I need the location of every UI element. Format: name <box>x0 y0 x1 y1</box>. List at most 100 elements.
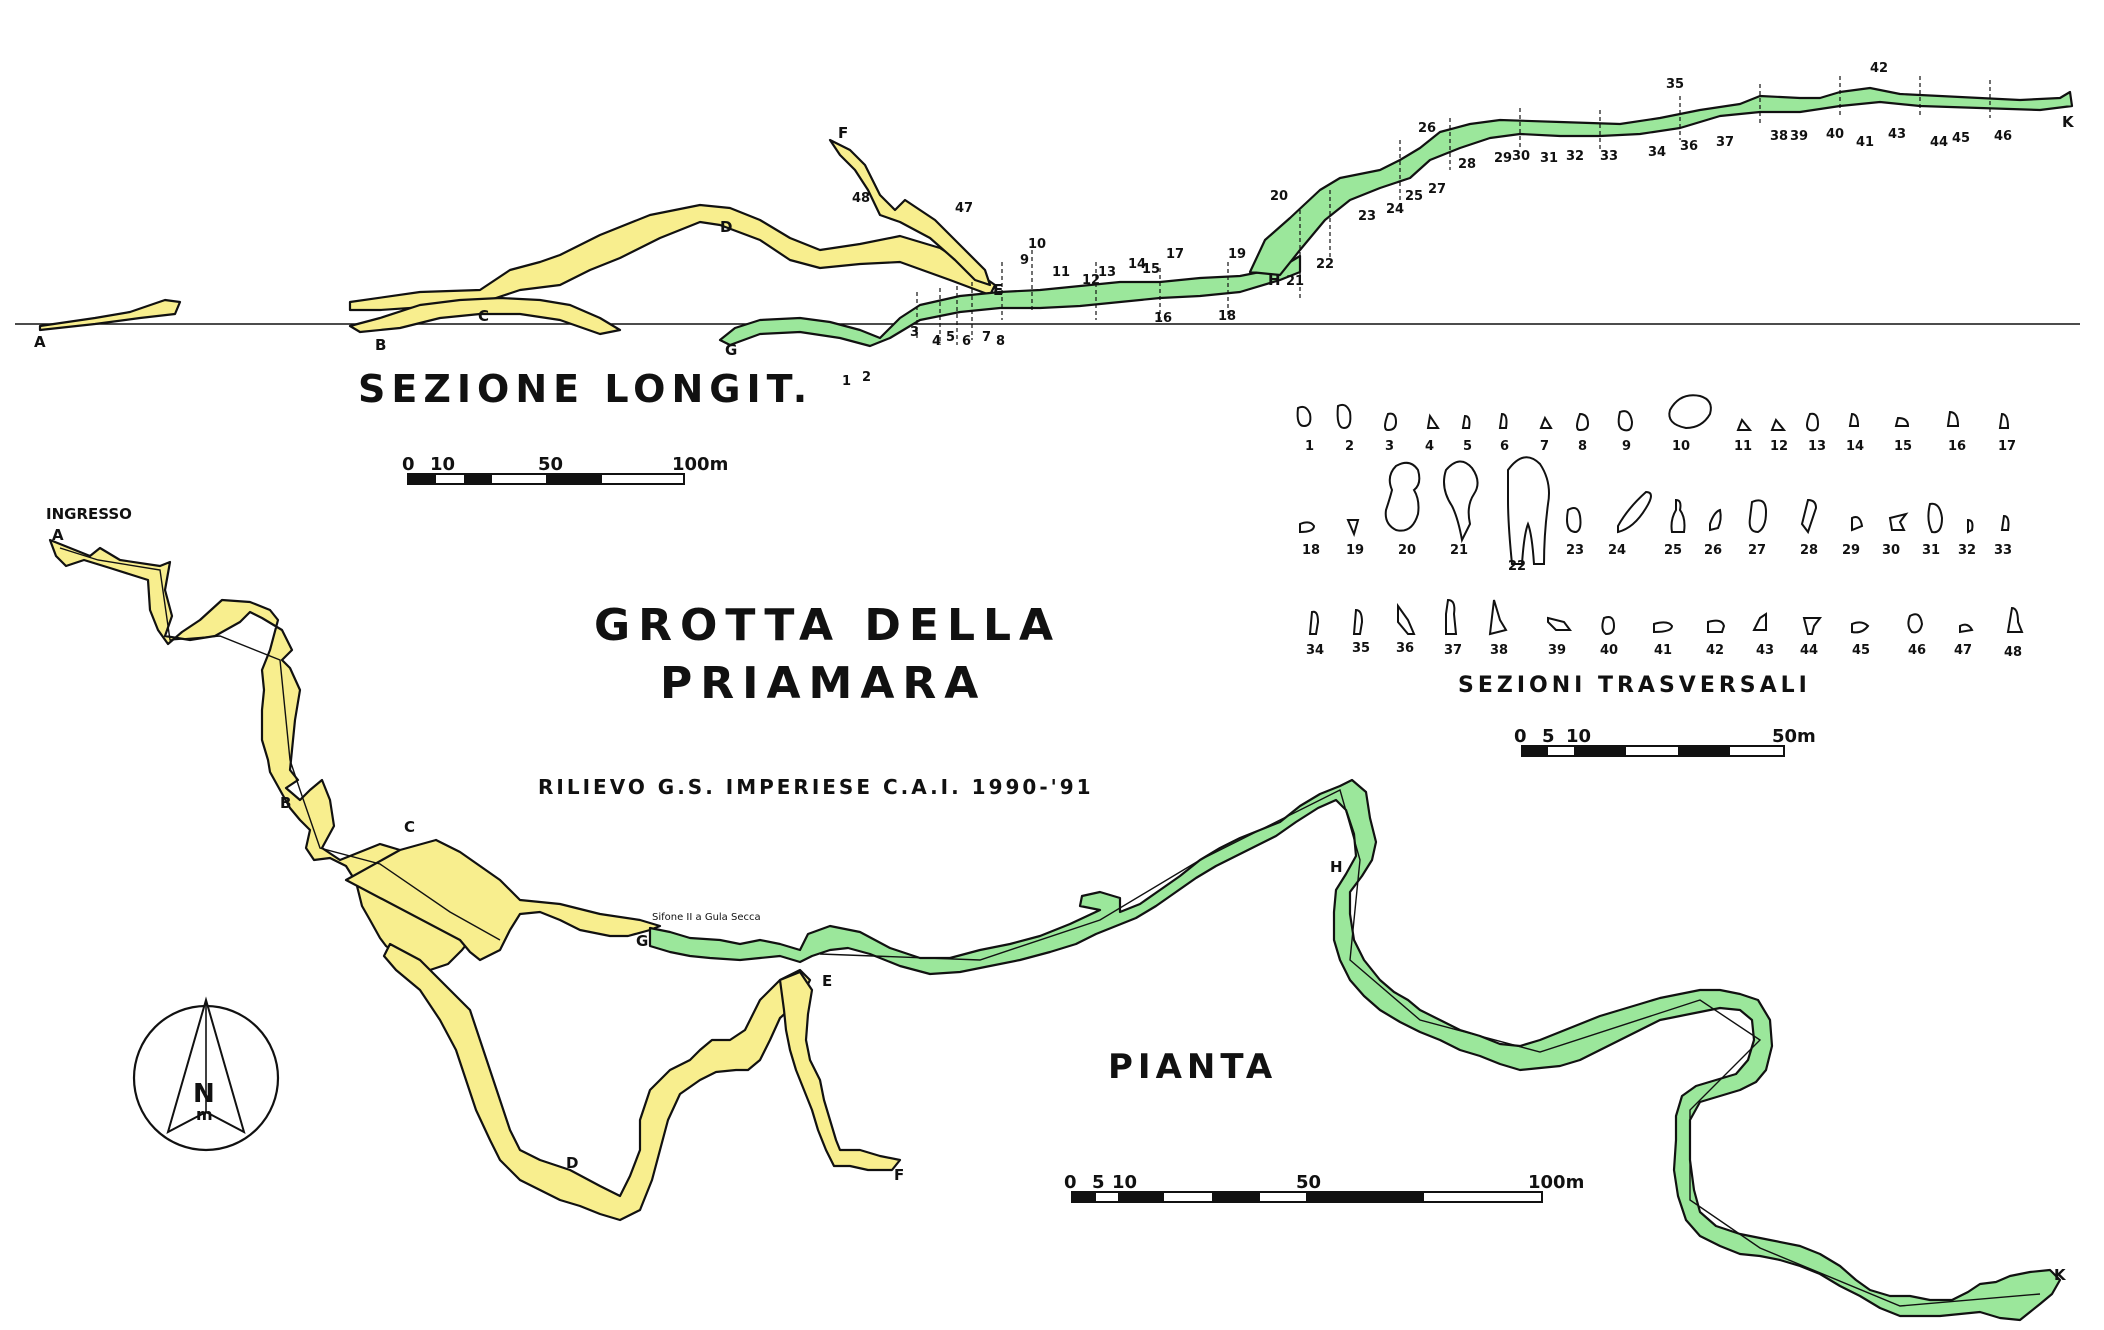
section-station-9: 9 <box>1020 253 1029 268</box>
plan-scale-tick-0: 0 <box>1064 1172 1077 1193</box>
cross-section-40: 40 <box>1600 643 1618 658</box>
plan-point-g: G <box>636 932 648 950</box>
cross-section-22: 22 <box>1508 559 1526 574</box>
cross-section-shapes-row3 <box>1308 598 2024 636</box>
section-dry-passage-f-branch <box>828 138 992 287</box>
plan-scale-tick-100m: 100m <box>1528 1172 1584 1193</box>
cross-section-28: 28 <box>1800 543 1818 558</box>
section-station-23: 23 <box>1358 209 1376 224</box>
cross-section-32: 32 <box>1958 543 1976 558</box>
cross-section-15: 15 <box>1894 439 1912 454</box>
magnetic-label: m <box>196 1105 213 1124</box>
section-point-labels: A B C D E F G H K <box>34 113 2075 359</box>
longitudinal-section: A B C D E F G H K 1 2 3 4 5 6 7 8 9 10 1… <box>15 61 2080 485</box>
cross-section-18: 18 <box>1302 543 1320 558</box>
cross-section-47: 47 <box>1954 643 1972 658</box>
section-station-47: 47 <box>955 201 973 216</box>
cross-scale-tick-10: 10 <box>1566 726 1591 747</box>
plan-survey-line <box>59 547 2041 1307</box>
section-point-h: H <box>1268 271 1281 289</box>
cross-section-labels-row1: 1 2 3 4 5 6 7 8 9 10 11 12 13 14 15 16 1… <box>1305 439 2016 454</box>
cross-section-30: 30 <box>1882 543 1900 558</box>
section-station-26: 26 <box>1418 121 1436 136</box>
section-station-14: 14 <box>1128 257 1146 272</box>
section-water-passage-lower <box>718 254 1302 348</box>
cross-sections: 1 2 3 4 5 6 7 8 9 10 11 12 13 14 15 16 1… <box>1296 394 2024 757</box>
section-station-20: 20 <box>1270 189 1288 204</box>
cross-scale-tick-0: 0 <box>1514 726 1527 747</box>
section-station-8: 8 <box>996 334 1005 349</box>
section-station-45: 45 <box>1952 131 1970 146</box>
plan-entrance-label: INGRESSO <box>46 505 132 523</box>
cross-section-23: 23 <box>1566 543 1584 558</box>
section-station-5: 5 <box>946 330 955 345</box>
section-station-6: 6 <box>962 334 971 349</box>
cross-section-3: 3 <box>1385 439 1394 454</box>
cross-sections-heading: SEZIONI TRASVERSALI <box>1458 673 1811 698</box>
plan-water-passage-main <box>648 778 2062 1322</box>
section-station-35: 35 <box>1666 77 1684 92</box>
cross-section-25: 25 <box>1664 543 1682 558</box>
cross-section-21: 21 <box>1450 543 1468 558</box>
section-station-39: 39 <box>1790 129 1808 144</box>
plan-scale-tick-10: 10 <box>1112 1172 1137 1193</box>
section-station-12: 12 <box>1082 273 1100 288</box>
cross-section-37: 37 <box>1444 643 1462 658</box>
cross-section-36: 36 <box>1396 641 1414 656</box>
cross-section-5: 5 <box>1463 439 1472 454</box>
cross-section-labels-row2: 18 19 20 21 22 23 24 25 26 27 28 29 30 3… <box>1302 543 2012 574</box>
section-point-g: G <box>725 341 737 359</box>
section-dry-passage-c-branch <box>348 296 622 336</box>
section-station-24: 24 <box>1386 202 1404 217</box>
cross-section-26: 26 <box>1704 543 1722 558</box>
section-station-markers <box>916 76 1991 345</box>
section-station-34: 34 <box>1648 145 1666 160</box>
section-scale-tick-100m: 100m <box>672 454 728 475</box>
cross-section-13: 13 <box>1808 439 1826 454</box>
section-station-33: 33 <box>1600 149 1618 164</box>
section-station-18: 18 <box>1218 309 1236 324</box>
cross-section-43: 43 <box>1756 643 1774 658</box>
section-station-37: 37 <box>1716 135 1734 150</box>
section-station-13: 13 <box>1098 265 1116 280</box>
section-station-32: 32 <box>1566 149 1584 164</box>
plan-point-labels: A B C D E F G H K <box>52 526 2067 1284</box>
section-scale-tick-10: 10 <box>430 454 455 475</box>
plan-dry-passage-f-branch <box>778 970 902 1172</box>
section-station-2: 2 <box>862 370 871 385</box>
cross-section-48: 48 <box>2004 645 2022 660</box>
section-station-40: 40 <box>1826 127 1844 142</box>
plan-view: INGRESSO A B C D E F G H K Sifone II a G… <box>46 505 2067 1322</box>
plan-point-c: C <box>404 818 415 836</box>
section-point-e: E <box>993 281 1003 299</box>
cross-section-shapes-row2 <box>1299 456 2010 565</box>
section-station-41: 41 <box>1856 135 1874 150</box>
cross-section-12: 12 <box>1770 439 1788 454</box>
section-point-b: B <box>375 336 386 354</box>
plan-point-b: B <box>280 794 291 812</box>
section-station-29: 29 <box>1494 151 1512 166</box>
cross-section-34: 34 <box>1306 643 1324 658</box>
section-station-15: 15 <box>1142 262 1160 277</box>
section-scale-tick-50: 50 <box>538 454 563 475</box>
section-station-28: 28 <box>1458 157 1476 172</box>
section-point-c: C <box>478 307 489 325</box>
cross-section-11: 11 <box>1734 439 1752 454</box>
section-station-1: 1 <box>842 374 851 389</box>
cross-section-14: 14 <box>1846 439 1864 454</box>
section-water-passage-upper <box>1248 86 2074 277</box>
section-station-3: 3 <box>910 325 919 340</box>
cross-section-39: 39 <box>1548 643 1566 658</box>
cross-section-17: 17 <box>1998 439 2016 454</box>
map-title-line1: GROTTA DELLA <box>594 600 1061 651</box>
section-point-f: F <box>838 124 848 142</box>
plan-point-a: A <box>52 526 64 544</box>
plan-scale-bar: 0 5 10 50 100m <box>1064 1172 1584 1203</box>
section-point-k: K <box>2062 113 2075 131</box>
cross-section-45: 45 <box>1852 643 1870 658</box>
plan-scale-tick-50: 50 <box>1296 1172 1321 1193</box>
plan-sump-note: Sifone II a Gula Secca <box>652 912 761 923</box>
plan-scale-tick-5: 5 <box>1092 1172 1105 1193</box>
cross-section-labels-row3: 34 35 36 37 38 39 40 41 42 43 44 45 46 4… <box>1306 641 2022 660</box>
